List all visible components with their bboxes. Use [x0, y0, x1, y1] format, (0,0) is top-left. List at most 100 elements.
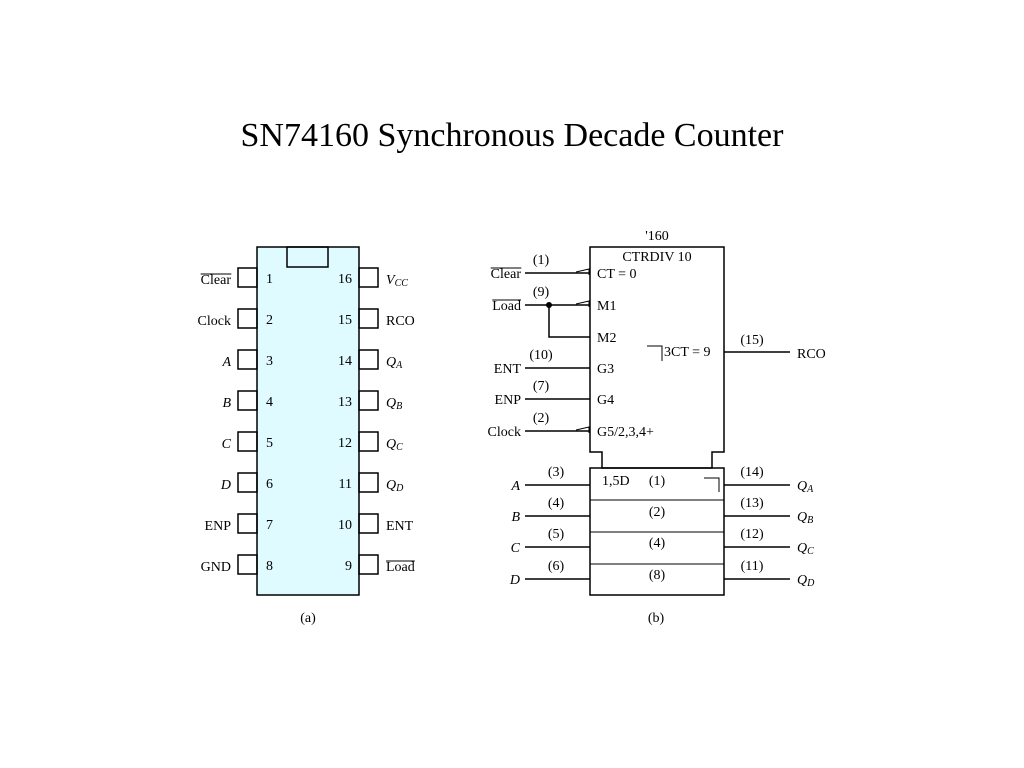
chip-notch [286, 246, 329, 268]
pin-label-right: RCO [386, 314, 415, 329]
caption-a: (a) [300, 611, 316, 626]
pin-label-right-subscript: A [395, 360, 403, 371]
dynamic-input-mark [575, 300, 590, 307]
pin-number-left: 8 [266, 559, 273, 574]
m2-wire [548, 305, 590, 338]
input-signal-label: Clear [491, 267, 522, 282]
pin-label-left: Clear [201, 273, 232, 288]
output-postponed-mark [704, 477, 720, 492]
pin-label-left: D [220, 478, 231, 493]
device-number: '160 [645, 229, 669, 244]
page-title: SN74160 Synchronous Decade Counter [241, 117, 785, 154]
input-function-label: G5/2,3,4+ [597, 425, 654, 440]
chip-body [256, 246, 360, 596]
pin-label-right-main: Q [386, 437, 396, 452]
pin-number-right: 15 [338, 313, 352, 328]
pin-box-left [237, 431, 258, 452]
pin-box-right [358, 472, 379, 493]
rco-output: 3CT = 9 (15) RCO [647, 333, 826, 362]
output-name-subscript: D [806, 578, 815, 589]
input-pin-number: (7) [533, 379, 550, 394]
pin-label-right-subscript: D [395, 483, 404, 494]
bit-weight-label: (8) [649, 568, 666, 583]
pin-number-right: 14 [338, 354, 352, 369]
pin-number-left: 7 [266, 518, 273, 533]
pin-number-right: 10 [338, 518, 352, 533]
input-pin-number: (1) [533, 253, 550, 268]
pin-label-left: A [221, 355, 231, 370]
pin-label-right-subscript: C [396, 442, 403, 453]
output-name-main: Q [797, 573, 807, 588]
pin-number-right: 12 [338, 436, 352, 451]
output-name-main: Q [797, 479, 807, 494]
pin-number-right: 9 [345, 559, 352, 574]
input-pin-number: (9) [533, 285, 550, 300]
data-input-pin: (4) [548, 496, 565, 511]
bit-weight-label: (1) [649, 474, 666, 489]
pin-label-left: B [222, 396, 231, 411]
output-name: QD [797, 573, 815, 589]
pin-box-right [358, 554, 379, 575]
input-signal-label: Clock [488, 425, 521, 440]
data-inputs-outputs: A(3)B(4)C(5)D(6)(1)(2)(4)(8)(14)QA(13)QB… [509, 465, 815, 589]
output-name-main: Q [797, 541, 807, 556]
pin-label-right: QA [386, 355, 403, 371]
input-function-label: CT = 0 [597, 267, 637, 282]
pin-label-left: GND [201, 560, 231, 575]
input-signal-label: ENP [495, 393, 522, 408]
pin-box-left [237, 349, 258, 370]
device-function: CTRDIV 10 [622, 250, 691, 265]
data-input-pin: (6) [548, 559, 565, 574]
input-signal-label: ENT [494, 362, 522, 377]
pin-label-right-main: Q [386, 478, 396, 493]
pin-number-left: 5 [266, 436, 273, 451]
pin-label-left: ENP [205, 519, 232, 534]
pin-box-right [358, 390, 379, 411]
pin-box-left [237, 267, 258, 288]
data-input-name: B [511, 510, 520, 525]
control-inputs: CT = 0Clear(1)M1Load(9)M2G3ENT(10)G4ENP(… [488, 253, 654, 440]
input-function-label: M2 [597, 331, 616, 346]
output-pin-number: (13) [740, 496, 764, 511]
output-pin-number: (11) [741, 559, 764, 574]
data-input-name: D [509, 573, 520, 588]
output-name-main: Q [797, 510, 807, 525]
input-pin-number: (10) [529, 348, 553, 363]
pin-number-left: 3 [266, 354, 273, 369]
input-signal-label: Load [492, 299, 521, 314]
pin-number-left: 1 [266, 272, 273, 287]
pin-label-right: VCC [386, 273, 408, 289]
pin-number-left: 6 [266, 477, 273, 492]
rco-internal-label: 3CT = 9 [664, 345, 711, 360]
data-input-name: A [510, 479, 520, 494]
bit-weight-label: (2) [649, 505, 666, 520]
output-name-subscript: B [807, 515, 813, 526]
pin-box-right [358, 431, 379, 452]
pin-label-right: QC [386, 437, 403, 453]
control-block [589, 246, 725, 469]
output-name: QA [797, 479, 814, 495]
input-function-label: G4 [597, 393, 614, 408]
bit-weight-label: (4) [649, 536, 666, 551]
data-input-pin: (3) [548, 465, 565, 480]
pin-box-left [237, 308, 258, 329]
pin-number-left: 4 [266, 395, 273, 410]
pin-box-left [237, 472, 258, 493]
data-input-pin: (5) [548, 527, 565, 542]
rco-signal-label: RCO [797, 347, 826, 362]
pin-label-left: Clock [198, 314, 231, 329]
rco-pin-number: (15) [740, 333, 764, 348]
pin-label-right-main: Q [386, 355, 396, 370]
pin-box-left [237, 513, 258, 534]
pin-number-left: 2 [266, 313, 273, 328]
pin-label-right-subscript: CC [395, 278, 409, 289]
output-name-subscript: C [807, 546, 814, 557]
pin-label-right-main: Q [386, 396, 396, 411]
caption-b: (b) [648, 611, 665, 626]
pin-box-right [358, 349, 379, 370]
output-name: QB [797, 510, 813, 526]
pin-label-right-subscript: B [396, 401, 402, 412]
